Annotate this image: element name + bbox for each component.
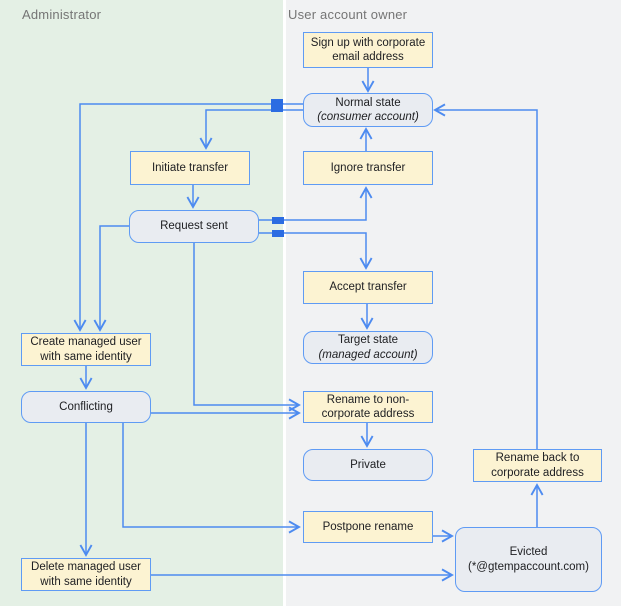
node-label: Initiate transfer: [151, 161, 229, 174]
node-delete-managed-user: Delete managed user with same identity: [21, 558, 151, 591]
node-label: Delete managed user: [31, 561, 141, 573]
node-sign-up-with-corporate-email: Sign up with corporate email address: [303, 32, 433, 68]
node-evicted: Evicted (*@gtempaccount.com): [455, 527, 602, 592]
node-private: Private: [303, 449, 433, 481]
node-postpone-rename: Postpone rename: [303, 511, 433, 543]
node-label: Request sent: [160, 220, 228, 233]
node-ignore-transfer: Ignore transfer: [303, 151, 433, 185]
node-rename-back-to-corporate-address: Rename back to corporate address: [473, 449, 602, 482]
node-label: Accept transfer: [329, 281, 407, 294]
node-label: (*@gtempaccount.com): [468, 560, 589, 573]
node-label: Conflicting: [59, 400, 113, 413]
node-rename-to-noncorporate-address: Rename to non- corporate address: [303, 391, 433, 423]
node-label: Sign up with corporate: [310, 36, 426, 49]
node-normal-state: Normal state (consumer account): [303, 93, 433, 127]
node-label: (managed account): [318, 348, 418, 361]
node-request-sent: Request sent: [129, 210, 259, 243]
node-label: Postpone rename: [322, 520, 414, 533]
node-label: Evicted: [509, 546, 548, 558]
node-label: Rename back to: [495, 452, 580, 464]
node-label: with same identity: [40, 575, 132, 588]
node-label: Create managed user: [30, 336, 142, 348]
node-accept-transfer: Accept transfer: [303, 271, 433, 304]
node-label: corporate address: [491, 466, 584, 479]
lane-label-administrator: Administrator: [22, 7, 102, 22]
lane-administrator: [0, 0, 283, 606]
node-label: Ignore transfer: [330, 161, 406, 174]
node-target-state: Target state (managed account): [303, 331, 433, 364]
node-label: Target state: [337, 334, 399, 346]
node-label: with same identity: [40, 350, 132, 363]
node-label: Private: [350, 458, 386, 471]
node-label: email address: [332, 51, 404, 63]
node-label: corporate address: [321, 408, 415, 420]
node-initiate-transfer: Initiate transfer: [130, 151, 250, 185]
node-conflicting: Conflicting: [21, 391, 151, 423]
lane-label-user-account-owner: User account owner: [288, 7, 408, 22]
node-label: Rename to non-: [326, 393, 410, 406]
node-create-managed-user: Create managed user with same identity: [21, 333, 151, 366]
node-label: (consumer account): [317, 111, 419, 123]
node-label: Normal state: [335, 96, 401, 109]
